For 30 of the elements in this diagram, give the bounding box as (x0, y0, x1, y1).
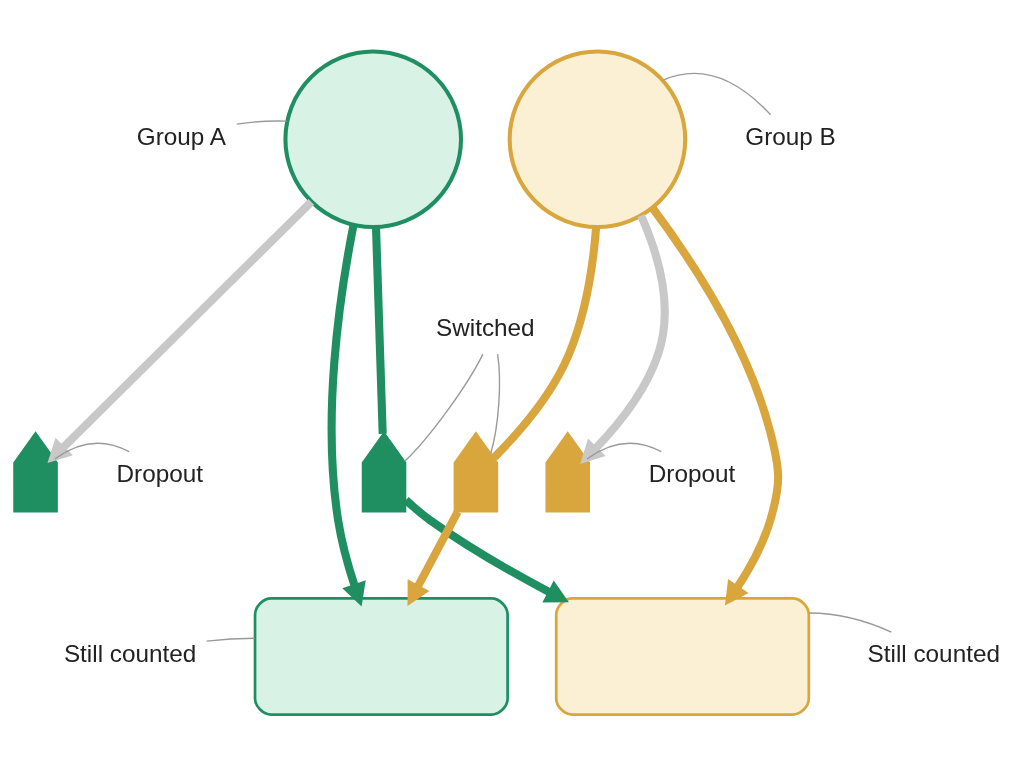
connector (404, 352, 484, 462)
node-circle (507, 48, 688, 229)
connector (586, 442, 662, 459)
arrow (403, 496, 569, 602)
node-person (13, 430, 58, 512)
node-person (545, 430, 590, 512)
node-text: Dropout (116, 459, 204, 487)
arrow (407, 509, 462, 606)
arrow (649, 205, 783, 606)
connector (491, 226, 601, 460)
connector (54, 442, 130, 459)
connector (662, 72, 772, 115)
node-text: Group B (745, 122, 836, 150)
node-text: Switched (436, 313, 535, 341)
connector (205, 637, 256, 642)
node-box (554, 596, 811, 716)
node-circle (283, 48, 464, 229)
arrow (580, 213, 669, 464)
node-box (253, 596, 509, 716)
node-text: Dropout (648, 459, 736, 487)
connector (808, 611, 893, 633)
connector (236, 119, 288, 125)
node-text: Still counted (63, 639, 197, 667)
node-text: Still counted (867, 639, 1000, 667)
arrow (47, 198, 315, 463)
node-person (453, 430, 499, 512)
arrow (327, 223, 366, 606)
connector (490, 352, 501, 454)
connector (371, 226, 387, 434)
node-text: Group A (136, 122, 226, 150)
